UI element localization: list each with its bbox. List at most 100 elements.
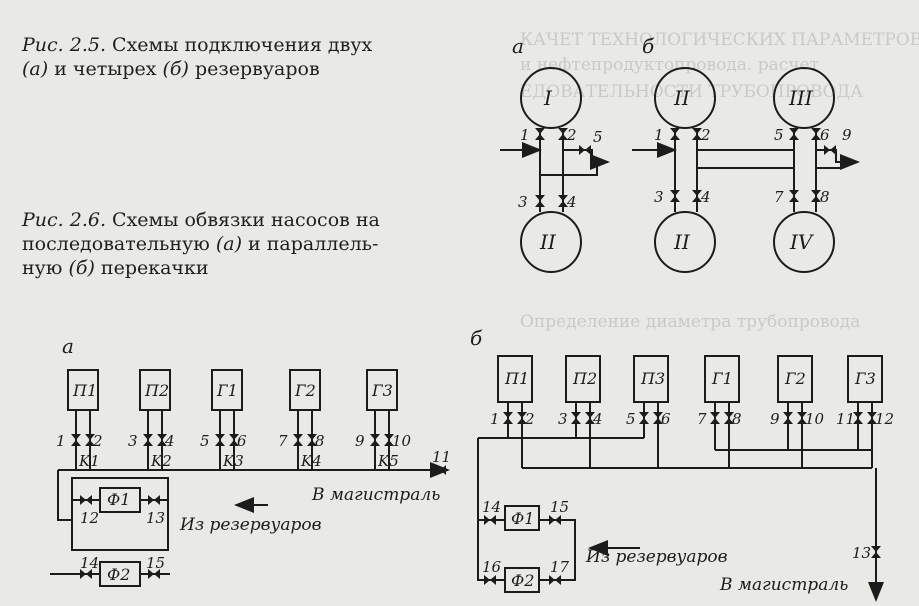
caption-text: последовательную: [22, 233, 210, 255]
pump-label: П3: [640, 369, 665, 388]
tank-circle: [773, 211, 835, 273]
caption-text: (б): [68, 257, 95, 279]
filter-label: Ф2: [107, 565, 130, 584]
direction-label: Из резервуаров: [179, 515, 322, 535]
valve-label: 13: [852, 544, 871, 562]
direction-label: В магистраль: [719, 575, 848, 595]
valve-label: 11: [432, 448, 451, 466]
valve-label: 5: [593, 128, 603, 146]
pump-label: П2: [572, 369, 597, 388]
caption-text: (а): [215, 233, 242, 255]
caption-prefix: Рис. 2.6.: [22, 209, 106, 231]
caption-text: и параллель-: [248, 233, 379, 255]
tank-box: [704, 355, 740, 403]
valve-label: 7: [774, 188, 784, 206]
part-label-a: а: [512, 34, 524, 58]
valve-label: 4: [164, 432, 175, 450]
tank-box: [847, 355, 883, 403]
pump-box: [139, 369, 171, 411]
check-valve-label: K1: [78, 452, 100, 470]
check-valve-label: K3: [222, 452, 244, 470]
valve-label: 13: [146, 509, 165, 527]
tank-label: Г3: [854, 369, 876, 388]
valve-label: 3: [128, 432, 138, 450]
valve-label: 5: [200, 432, 210, 450]
direction-label: В магистраль: [311, 485, 440, 505]
valve-label: 14: [80, 554, 99, 572]
valve-label: 1: [654, 126, 664, 144]
valve-label: 9: [842, 126, 852, 144]
tank-label: II: [673, 230, 691, 254]
valve-label: 5: [774, 126, 784, 144]
caption-prefix: Рис. 2.5.: [22, 34, 106, 56]
valve-label: 10: [392, 432, 412, 450]
valve-label: 15: [146, 554, 165, 572]
valve-label: 6: [661, 410, 671, 428]
pump-box: [497, 355, 533, 403]
valve-label: 2: [700, 126, 711, 144]
valve-label: 14: [482, 498, 501, 516]
bleed-text-4: Определение диаметра трубопровода: [520, 312, 861, 332]
pump-label: П1: [72, 381, 97, 400]
valve-label: 6: [820, 126, 830, 144]
valve-label: 8: [732, 410, 742, 428]
valve-label: 3: [518, 193, 528, 211]
figure-2-6-a: [50, 369, 450, 587]
valve-label: 2: [524, 410, 535, 428]
check-valve-label: K5: [377, 452, 399, 470]
caption-text: Схемы подключения двух: [112, 34, 373, 56]
tank-box: [366, 369, 398, 411]
valve-label: 4: [700, 188, 711, 206]
tank-box: [289, 369, 321, 411]
valve-label: 10: [805, 410, 825, 428]
valve-label: 11: [836, 410, 855, 428]
check-valve-label: K2: [150, 452, 172, 470]
tank-label: II: [539, 230, 557, 254]
valve-label: 12: [875, 410, 894, 428]
valve-label: 17: [550, 558, 570, 576]
tank-box: [777, 355, 813, 403]
part-label-b: б: [470, 326, 483, 350]
valve-label: 15: [550, 498, 569, 516]
valve-label: 1: [490, 410, 500, 428]
tank-circle: [520, 67, 582, 129]
valve-label: 8: [315, 432, 325, 450]
valve-label: 6: [237, 432, 247, 450]
pump-box: [565, 355, 601, 403]
tank-label: II: [673, 86, 691, 110]
part-label-a: а: [62, 334, 74, 358]
valve-label: 7: [697, 410, 707, 428]
caption-text: Схемы обвязки насосов на: [112, 209, 380, 231]
tank-label: IV: [789, 230, 815, 254]
filter-box: [504, 505, 540, 531]
tank-label: Г2: [294, 381, 316, 400]
check-valve-label: K4: [300, 452, 322, 470]
valve-label: 5: [626, 410, 636, 428]
valve-label: 16: [482, 558, 502, 576]
filter-label: Ф2: [511, 571, 534, 590]
valve-label: 3: [558, 410, 568, 428]
tank-box: [211, 369, 243, 411]
caption-text: резервуаров: [194, 58, 320, 80]
caption-text: и четырех: [54, 58, 157, 80]
bleed-text-3: ЕДОВАТЕЛЬНОСТИ ТРУБОПРОВОДА: [520, 82, 864, 102]
valve-label: 4: [592, 410, 603, 428]
valve-label: 2: [566, 126, 577, 144]
direction-label: Из резервуаров: [585, 547, 728, 567]
tank-label: Г3: [371, 381, 393, 400]
pump-label: П2: [144, 381, 169, 400]
filter-frame: [71, 477, 169, 551]
valve-label: 2: [92, 432, 103, 450]
figure-2-5-caption: Рис. 2.5. Схемы подключения двух (а) и ч…: [22, 33, 452, 81]
valve-label: 9: [355, 432, 365, 450]
valve-label: 12: [80, 509, 99, 527]
valve-label: 7: [278, 432, 288, 450]
figure-2-5-b: [632, 67, 860, 273]
caption-text: ную: [22, 257, 63, 279]
tank-circle: [773, 67, 835, 129]
valve-label: 3: [654, 188, 664, 206]
pump-box: [633, 355, 669, 403]
pump-box: [67, 369, 99, 411]
figure-2-6-caption: Рис. 2.6. Схемы обвязки насосов на после…: [22, 208, 452, 280]
